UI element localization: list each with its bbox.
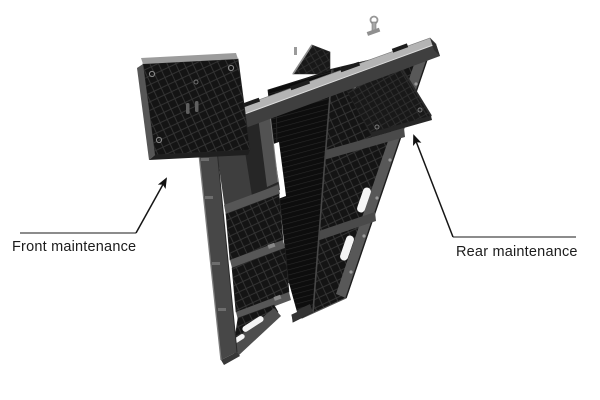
rear-module-top-flap: [292, 44, 331, 75]
front-module-detached-panel: [137, 53, 251, 160]
rear-maintenance-label: Rear maintenance: [456, 244, 578, 260]
top-beam: [202, 15, 440, 140]
front-maintenance-label: Front maintenance: [12, 239, 136, 255]
cabinet-illustration: [195, 15, 440, 365]
eyebolt-icon: [366, 15, 381, 36]
rear-maintenance-callout: Rear maintenance: [413, 134, 578, 260]
front-arrow-icon: [135, 177, 167, 234]
front-maintenance-callout: Front maintenance: [12, 177, 167, 255]
rear-arrow-icon: [413, 134, 454, 238]
